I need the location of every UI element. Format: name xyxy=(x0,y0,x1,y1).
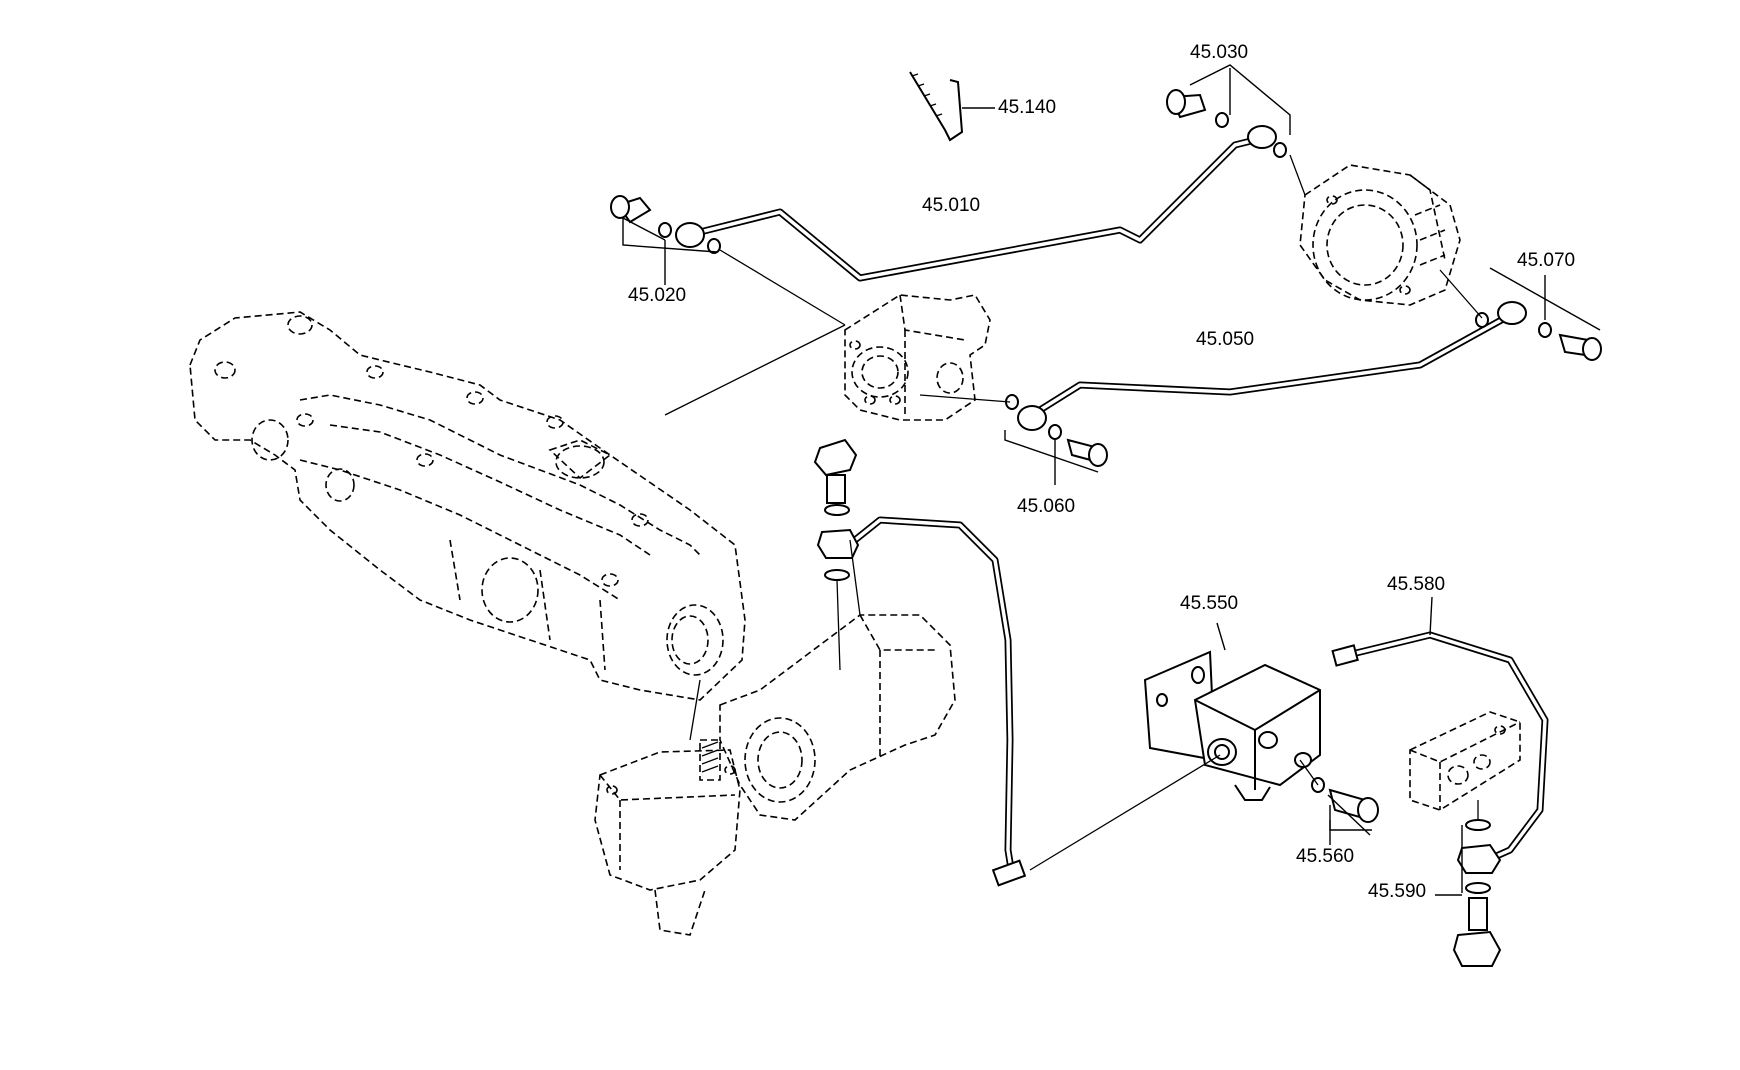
pipe-45-010 xyxy=(675,125,1277,282)
banjo-bolt-45-030 xyxy=(1166,89,1287,158)
callout-45-550: 45.550 xyxy=(1180,593,1239,614)
callout-45-050: 45.050 xyxy=(1196,329,1255,350)
cable-tie xyxy=(909,71,964,142)
leader-lines xyxy=(622,64,1601,896)
banjo-bolt-cable xyxy=(813,438,860,581)
actuator-cylinder xyxy=(594,614,956,936)
callout-45-010: 45.010 xyxy=(922,195,981,216)
banjo-bolt-45-060 xyxy=(1005,394,1108,467)
banjo-bolt-45-590 xyxy=(1452,819,1502,967)
cable-wire xyxy=(851,516,1027,887)
pipe-45-580 xyxy=(1331,631,1549,862)
callout-45-030: 45.030 xyxy=(1190,42,1249,63)
bell-housing xyxy=(1299,164,1461,306)
gearbox-housing xyxy=(189,311,746,701)
pipe-45-050 xyxy=(1017,301,1527,431)
valve-block xyxy=(844,294,991,421)
callout-45-140: 45.140 xyxy=(998,97,1057,118)
bolt-45-560 xyxy=(1311,777,1379,823)
banjo-bolt-45-070 xyxy=(1475,312,1602,361)
callout-45-560: 45.560 xyxy=(1296,846,1355,867)
callout-45-020: 45.020 xyxy=(628,285,687,306)
callout-45-590: 45.590 xyxy=(1368,881,1427,902)
sensor-cover xyxy=(1409,711,1521,811)
banjo-bolt-45-020 xyxy=(610,195,721,254)
callout-45-060: 45.060 xyxy=(1017,496,1076,517)
callout-45-070: 45.070 xyxy=(1517,250,1576,271)
callout-45-580: 45.580 xyxy=(1387,574,1446,595)
pressure-switch-bracket xyxy=(1143,650,1321,801)
